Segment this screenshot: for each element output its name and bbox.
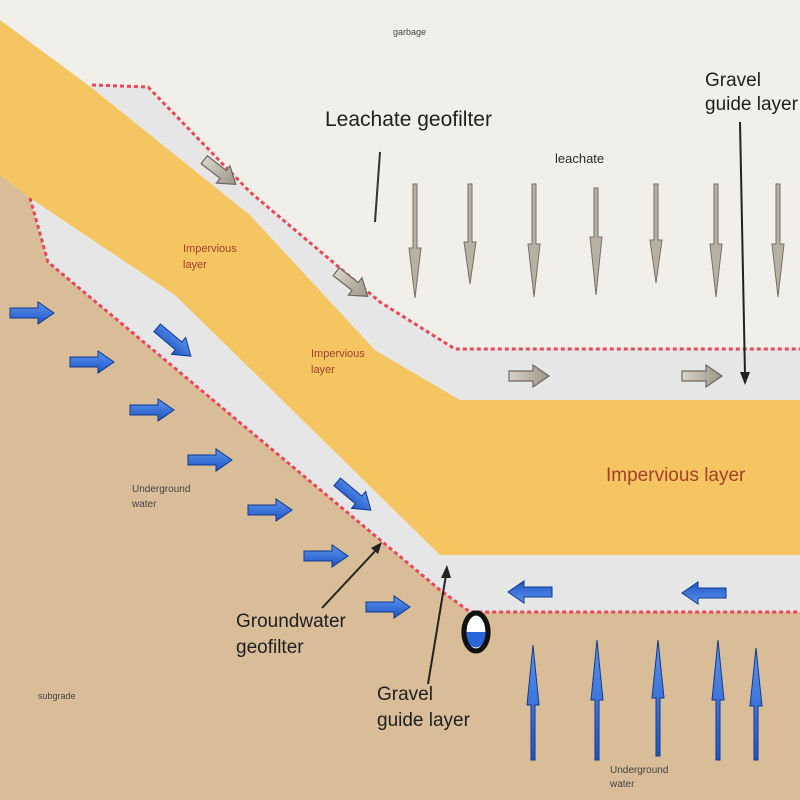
groundwater-geofilter-line	[28, 197, 800, 614]
impervious-label-2-line2: layer	[311, 364, 335, 376]
water-arrow	[303, 544, 349, 568]
leachate-flow-arrow	[332, 266, 369, 297]
water-arrow	[9, 301, 55, 325]
underground-water-up-arrows	[526, 639, 763, 761]
groundwater-geofilter-leader	[321, 542, 382, 609]
water-up-arrow	[526, 644, 540, 761]
impervious-layer-big-label: Impervious layer	[606, 465, 746, 486]
leachate-flow-arrow	[681, 363, 724, 389]
lower-gravel-guide-layer	[30, 198, 800, 612]
leachate-down-arrow	[709, 183, 723, 298]
underground-water-bottom-line2: water	[610, 779, 635, 790]
groundwater-geofilter-label-line1: Groundwater	[236, 611, 346, 632]
groundwater-geofilter-label-line2: geofilter	[236, 637, 304, 658]
water-up-arrow	[651, 639, 665, 757]
water-arrow	[365, 595, 411, 619]
subgrade-soil	[0, 175, 800, 800]
water-up-arrow	[590, 639, 604, 761]
leachate-down-arrows	[408, 183, 785, 299]
garbage-label: garbage	[393, 27, 427, 37]
water-arrow	[153, 323, 192, 357]
upper-gravel-guide-layer	[92, 86, 800, 400]
water-up-arrow	[749, 647, 763, 761]
leachate-down-arrow	[649, 183, 663, 284]
water-up-arrow	[711, 639, 725, 761]
water-arrow	[333, 477, 372, 511]
water-arrow	[507, 580, 553, 604]
leachate-label: leachate	[555, 151, 605, 166]
gravel-guide-top-label-line2: guide layer	[705, 94, 798, 115]
leachate-down-arrow	[589, 187, 603, 296]
leachate-flow-arrow	[200, 154, 237, 185]
underground-water-left-line2: water	[132, 499, 157, 510]
underground-water-left-line1: Underground	[132, 484, 191, 495]
underground-water-bottom-line1: Underground	[610, 765, 669, 776]
water-arrow	[187, 448, 233, 472]
water-arrow	[681, 581, 727, 605]
leachate-down-arrow	[527, 183, 541, 298]
leachate-geofilter-label: Leachate geofilter	[325, 108, 492, 131]
impervious-label-1-line2: layer	[183, 259, 207, 271]
gravel-guide-bottom-label-line1: Gravel	[377, 684, 433, 705]
impervious-layer-band	[0, 20, 800, 555]
gravel-guide-top-label-line1: Gravel	[705, 70, 761, 91]
gravel-guide-top-leader	[739, 121, 750, 385]
leachate-geofilter-leader	[374, 151, 381, 223]
impervious-label-2-line1: Impervious	[311, 348, 365, 360]
leachate-down-arrow	[771, 183, 785, 298]
leachate-geofilter-line	[91, 83, 800, 351]
gravel-guide-bottom-leader	[427, 565, 451, 685]
water-arrow	[69, 350, 115, 374]
water-arrow	[129, 398, 175, 422]
gravel-guide-bottom-label-line2: guide layer	[377, 710, 470, 731]
leachate-down-arrow	[463, 183, 477, 285]
impervious-label-1-line1: Impervious	[183, 243, 237, 255]
water-arrow	[247, 498, 293, 522]
underground-water-arrows	[9, 301, 727, 619]
leachate-flow-arrow	[508, 363, 551, 389]
drainage-pipe	[461, 610, 491, 654]
leachate-down-arrow	[408, 183, 422, 299]
leachate-flow-arrows	[200, 154, 724, 389]
subgrade-label: subgrade	[38, 691, 76, 701]
